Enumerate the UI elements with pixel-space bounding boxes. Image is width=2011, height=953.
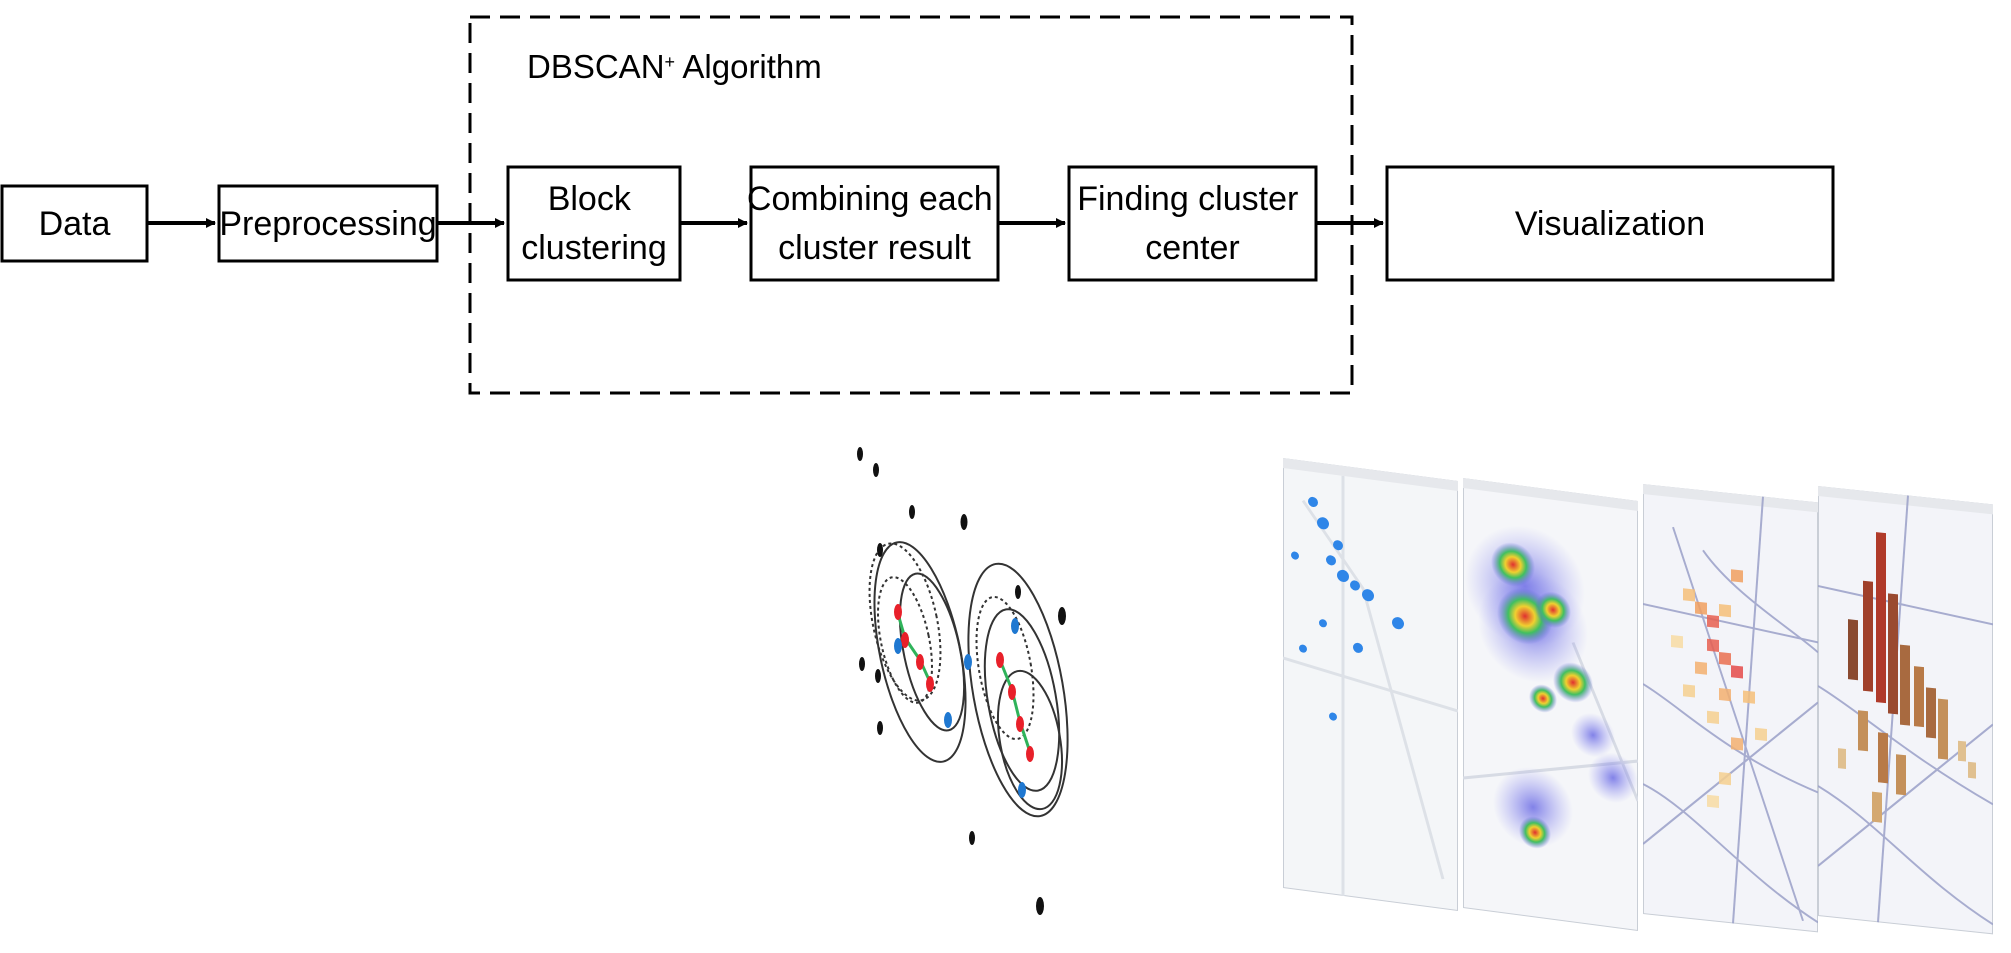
- heatmap-panel: [1463, 478, 1638, 932]
- svg-text:Preprocessing: Preprocessing: [219, 205, 436, 243]
- block-clustering-box: Block clustering: [506, 165, 682, 282]
- algorithm-group-box: [468, 15, 1354, 395]
- visualization-box: Visualization: [1385, 165, 1835, 282]
- svg-text:Combining each cluster r: Combining each cluster result: [747, 180, 1002, 267]
- combining-cluster-result-box: Combining each cluster result: [747, 165, 1002, 282]
- data-box: Data: [0, 184, 149, 263]
- finding-cluster-center-box: Finding cluster center: [1067, 165, 1318, 282]
- map-visualization-panels: [1283, 458, 1993, 935]
- preprocessing-box: Preprocessing: [217, 184, 439, 263]
- 3d-bar-map-panel: [1818, 486, 1993, 935]
- points-map-panel: [1283, 458, 1458, 912]
- svg-text:Data: Data: [39, 205, 111, 243]
- svg-text:Visualization: Visualization: [1515, 205, 1705, 243]
- algorithm-group-title: DBSCAN+ Algorithm: [527, 48, 822, 85]
- svg-text:Finding cluster center: Finding cluster center: [1077, 180, 1308, 267]
- hexbin-map-panel: [1643, 484, 1818, 933]
- svg-text:Block clustering: Block clustering: [521, 180, 667, 267]
- dbscan-cluster-illustration: [857, 447, 1069, 915]
